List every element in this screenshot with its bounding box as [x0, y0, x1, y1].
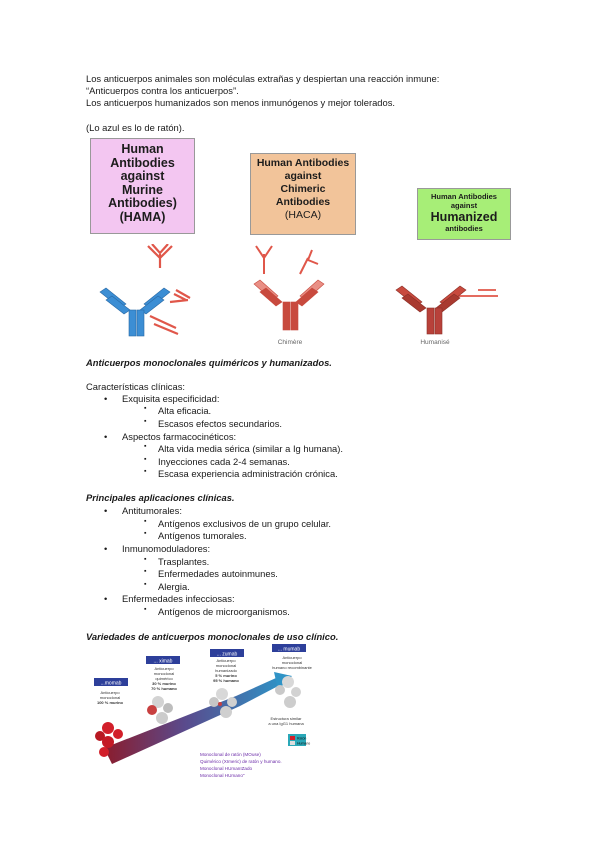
section3-title: Variedades de anticuerpos monoclonales d… — [86, 631, 339, 642]
list-item: Aspectos farmacocinéticos: — [122, 431, 237, 442]
human-molecule-icon — [275, 676, 301, 708]
antibody-immunogenicity-figure: Human Antibodies against Murine Antibodi… — [86, 136, 514, 348]
murine-antibody-icon — [99, 244, 191, 337]
svg-text:100 % murino: 100 % murino — [97, 700, 124, 705]
monoclonal-varieties-figure: ...momab ... ximab ... zumab ... mumab A… — [94, 644, 313, 778]
list-item: Antitumorales: — [122, 505, 182, 516]
svg-text:Estructura similar: Estructura similar — [271, 716, 303, 721]
antibody-diagrams: Chimère Humanisé — [99, 244, 498, 346]
mumab-tag — [272, 644, 306, 652]
svg-text:humanizado: humanizado — [215, 668, 238, 673]
chimeric-molecule-icon — [147, 696, 173, 724]
legend-mouse-swatch — [290, 736, 295, 740]
svg-text:a una IgG1 humana: a una IgG1 humana — [268, 721, 304, 726]
legend-human-swatch — [290, 741, 295, 745]
svg-text:Anticuerpo: Anticuerpo — [154, 666, 174, 671]
svg-text:Anticuerpo: Anticuerpo — [282, 655, 302, 660]
svg-text:...momab: ...momab — [101, 681, 122, 687]
list-item: Antígenos exclusivos de un grupo celular… — [158, 518, 332, 529]
list-item: Alta vida media sérica (similar a Ig hum… — [158, 443, 343, 454]
svg-text:30 % murino: 30 % murino — [152, 681, 176, 686]
chimeric-antibody-icon: Chimère — [253, 245, 325, 346]
svg-text:95 % humano: 95 % humano — [213, 678, 239, 683]
svg-text:... zumab: ... zumab — [217, 652, 238, 658]
list-item: Enfermedades infecciosas: — [122, 593, 235, 604]
list-item: Escasa experiencia administración crónic… — [158, 468, 338, 479]
humanized-antibody-icon: Humanisé — [395, 285, 498, 346]
section1-subtitle: Características clínicas: — [86, 381, 185, 392]
intro-line-1: Los anticuerpos animales son moléculas e… — [86, 73, 440, 84]
list-item: Antígenos tumorales. — [158, 530, 247, 541]
list-item: Inyecciones cada 2-4 semanas. — [158, 456, 290, 467]
svg-text:monoclonal: monoclonal — [282, 660, 303, 665]
svg-text:70 % humano: 70 % humano — [151, 686, 177, 691]
list-item: Trasplantes. — [158, 556, 210, 567]
hama-box: Human Antibodies against Murine Antibodi… — [90, 138, 195, 234]
ximab-tag — [146, 656, 180, 664]
intro-note: (Lo azul es lo de ratón). — [86, 122, 185, 133]
murine-molecule-icon — [95, 722, 123, 757]
svg-text:Monoclonal de ratón (MOuse): Monoclonal de ratón (MOuse) — [200, 752, 261, 757]
svg-text:Quimérico (XImeric) de ratón y: Quimérico (XImeric) de ratón y humano. — [200, 759, 282, 764]
svg-text:... mumab: ... mumab — [278, 647, 300, 653]
intro-line-3: Los anticuerpos humanizados son menos in… — [86, 97, 396, 108]
svg-text:Monoclonal HUmano": Monoclonal HUmano" — [200, 773, 245, 778]
svg-text:5 % murino: 5 % murino — [215, 673, 237, 678]
list-item: Alta eficacia. — [158, 405, 212, 416]
svg-text:Anticuerpo: Anticuerpo — [216, 658, 236, 663]
svg-text:... ximab: ... ximab — [154, 659, 173, 665]
svg-text:humano recombinante: humano recombinante — [272, 665, 313, 670]
list-item: Escasos efectos secundarios. — [158, 418, 283, 429]
svg-text:Humano: Humano — [297, 742, 310, 746]
svg-text:monoclonal: monoclonal — [100, 695, 121, 700]
humanized-box: Human Antibodies against Humanized antib… — [417, 188, 511, 240]
zumab-tag — [210, 649, 244, 657]
section2-title: Principales aplicaciones clínicas. — [86, 492, 235, 503]
section1-title: Anticuerpos monoclonales quiméricos y hu… — [86, 357, 332, 368]
intro-line-2: “Anticuerpos contra los anticuerpos”. — [86, 85, 239, 96]
svg-text:Ratón: Ratón — [297, 737, 306, 741]
list-item: Alergia. — [158, 581, 190, 592]
svg-text:monoclonal: monoclonal — [216, 663, 237, 668]
svg-text:Monoclonal HUmanIZado: Monoclonal HUmanIZado — [200, 766, 253, 771]
svg-text:monoclonal: monoclonal — [154, 671, 175, 676]
list-item: Antígenos de microorganismos. — [158, 606, 290, 617]
progression-arrow — [104, 678, 282, 764]
list-item: Inmunomoduladores: — [122, 543, 211, 554]
svg-text:Anticuerpo: Anticuerpo — [100, 690, 120, 695]
momab-tag — [94, 678, 128, 686]
haca-box: Human Antibodies against Chimeric Antibo… — [250, 153, 356, 235]
chimere-label: Chimère — [278, 339, 303, 346]
humanized-molecule-icon — [209, 688, 237, 718]
humanise-label: Humanisé — [420, 339, 450, 346]
svg-text:quimérico: quimérico — [155, 676, 173, 681]
list-item: Enfermedades autoinmunes. — [158, 568, 278, 579]
list-item: Exquisita especificidad: — [122, 393, 220, 404]
